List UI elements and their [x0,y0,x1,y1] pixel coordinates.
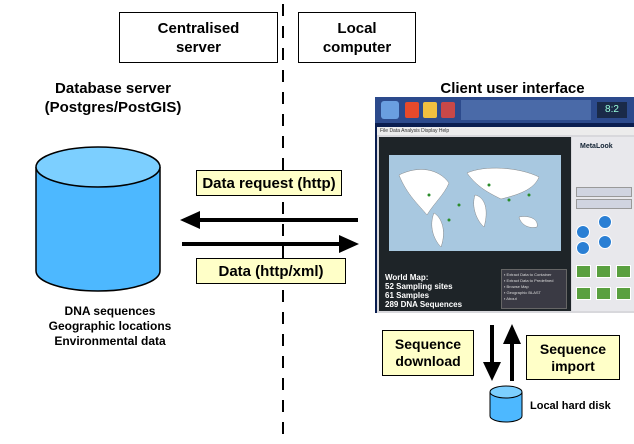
map-stat-sequences: 289 DNA Sequences [385,300,463,309]
map-legend: ▪ Extract Data to Container ▪ Extract Da… [501,269,567,309]
side-panel: MetaLook [572,137,634,311]
request-arrowhead [180,211,200,229]
hard-disk-icon [489,385,523,423]
sequence-import-label: Sequence import [526,335,620,380]
client-screenshot: 8:2 File Data Analysis Display Help Worl… [375,97,634,313]
taskbar: 8:2 [375,97,634,123]
data-request-label: Data request (http) [196,170,342,196]
server-contents: DNA sequences Geographic locations Envir… [20,304,200,349]
menu-bar: File Data Analysis Display Help [377,127,634,135]
map-stat-sites: 52 Sampling sites [385,282,453,291]
map-title: World Map: [385,273,429,282]
world-map-icon [398,167,540,248]
local-computer-box: Local computer [298,12,416,63]
map-stat-samples: 61 Samples [385,291,430,300]
download-arrowhead [483,362,501,381]
sequence-download-label: Sequence download [382,330,474,376]
local-hard-disk-label: Local hard disk [530,400,611,412]
database-server-title: Database server (Postgres/PostGIS) [44,80,182,116]
app-window: File Data Analysis Display Help World Ma… [377,127,634,313]
response-arrowhead [339,235,359,253]
content-dna: DNA sequences [64,304,156,318]
content-geo: Geographic locations [48,319,172,333]
map-info: World Map: 52 Sampling sites 61 Samples … [385,273,462,309]
world-map-view: World Map: 52 Sampling sites 61 Samples … [379,137,571,311]
centralised-server-box: Centralised server [119,12,278,63]
client-ui-title: Client user interface [440,80,585,97]
database-cylinder-icon [35,146,161,292]
data-response-label: Data (http/xml) [196,258,346,284]
content-env: Environmental data [54,334,166,348]
import-arrowhead [503,324,521,344]
brand-label: MetaLook [580,143,613,150]
